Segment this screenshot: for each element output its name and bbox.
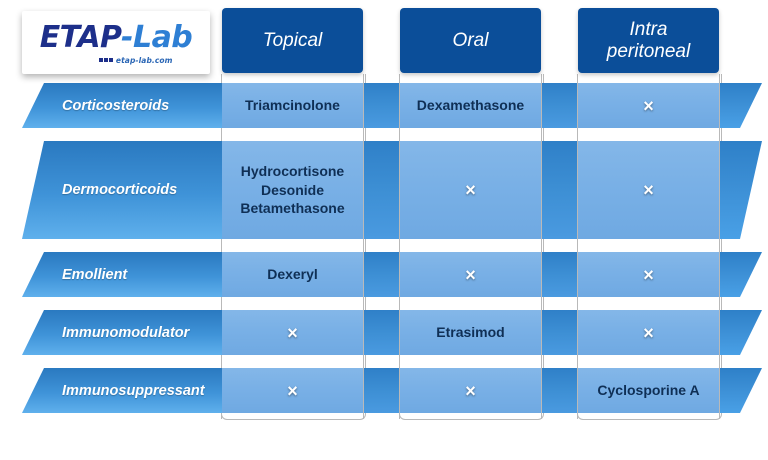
column-gap-band: [541, 83, 578, 128]
cell-corticosteroids-oral[interactable]: Dexamethasone: [400, 83, 541, 128]
cell-immunosuppressant-intra-peritoneal[interactable]: Cyclosporine A: [578, 368, 719, 413]
logo-lab-text: -Lab: [121, 19, 193, 55]
row-label-dermocorticoids: Dermocorticoids: [22, 141, 222, 239]
column-gap-band: [541, 310, 578, 355]
cell-emollient-topical[interactable]: Dexeryl: [222, 252, 363, 297]
cell-immunosuppressant-topical[interactable]: ×: [222, 368, 363, 413]
row-arrow-cap: [719, 83, 762, 128]
row-label-text: Dermocorticoids: [62, 182, 178, 198]
column-frame-topical: [221, 74, 366, 420]
row-label-immunosuppressant: Immunosuppressant: [22, 368, 222, 413]
column-divider-line: [541, 74, 542, 419]
unavailable-x-icon: ×: [465, 380, 476, 401]
row-label-text: Immunosuppressant: [62, 382, 205, 399]
column-divider-line: [399, 74, 400, 419]
unavailable-x-icon: ×: [465, 180, 476, 200]
row-arrow-cap: [719, 310, 762, 355]
row-arrow-cap: [719, 252, 762, 297]
column-header-label: Oral: [452, 29, 489, 51]
drug-name: Triamcinolone: [245, 97, 340, 114]
cell-emollient-oral[interactable]: ×: [400, 252, 541, 297]
column-gap-band: [363, 368, 400, 413]
cell-dermocorticoids-intra-peritoneal[interactable]: ×: [578, 141, 719, 239]
cell-immunomodulator-topical[interactable]: ×: [222, 310, 363, 355]
drug-name: Hydrocortisone: [240, 162, 345, 179]
drug-name: Desonide: [260, 181, 324, 198]
column-gap-band: [363, 83, 400, 128]
drug-name: Dexeryl: [267, 266, 318, 283]
drug-name: Cyclosporine A: [597, 382, 700, 399]
column-divider-line: [577, 74, 578, 419]
row-arrow-cap: [719, 368, 762, 413]
unavailable-x-icon: ×: [287, 322, 298, 343]
column-header-label: Topical: [262, 29, 323, 51]
cell-corticosteroids-topical[interactable]: Triamcinolone: [222, 83, 363, 128]
column-divider-line: [363, 74, 364, 419]
column-gap-band: [363, 310, 400, 355]
cell-corticosteroids-intra-peritoneal[interactable]: ×: [578, 83, 719, 128]
etap-lab-logo: ETAP-Lab etap-lab.com: [22, 11, 210, 74]
column-header-label: Intra peritoneal: [606, 19, 691, 62]
column-gap-band: [363, 141, 400, 239]
column-header-topical[interactable]: Topical: [222, 8, 363, 73]
unavailable-x-icon: ×: [643, 95, 654, 116]
cell-immunomodulator-oral[interactable]: Etrasimod: [400, 310, 541, 355]
unavailable-x-icon: ×: [643, 180, 654, 200]
row-arrow-cap: [719, 141, 762, 239]
cell-immunosuppressant-oral[interactable]: ×: [400, 368, 541, 413]
logo-url-text: etap-lab.com: [115, 55, 173, 65]
logo-wordmark: ETAP-Lab: [39, 19, 193, 55]
unavailable-x-icon: ×: [287, 380, 298, 401]
drug-name: Dexamethasone: [416, 97, 525, 114]
column-gap-band: [363, 252, 400, 297]
logo-squares-icon: [99, 58, 113, 62]
row-label-corticosteroids: Corticosteroids: [22, 83, 222, 128]
logo-subline: etap-lab.com: [99, 56, 172, 65]
column-divider-line: [719, 74, 720, 419]
logo-etap-text: ETAP: [39, 19, 122, 55]
column-divider-line: [221, 74, 222, 419]
column-frame-oral: [399, 74, 544, 420]
column-gap-band: [541, 368, 578, 413]
drug-name: Etrasimod: [436, 324, 505, 341]
row-label-emollient: Emollient: [22, 252, 222, 297]
cell-emollient-intra-peritoneal[interactable]: ×: [578, 252, 719, 297]
column-frame-intra-peritoneal: [577, 74, 722, 420]
cell-dermocorticoids-oral[interactable]: ×: [400, 141, 541, 239]
row-label-immunomodulator: Immunomodulator: [22, 310, 222, 355]
row-label-text: Immunomodulator: [62, 324, 190, 341]
column-gap-band: [541, 141, 578, 239]
column-header-intra-peritoneal[interactable]: Intra peritoneal: [578, 8, 719, 73]
column-header-oral[interactable]: Oral: [400, 8, 541, 73]
unavailable-x-icon: ×: [465, 264, 476, 285]
unavailable-x-icon: ×: [643, 264, 654, 285]
column-gap-band: [541, 252, 578, 297]
cell-immunomodulator-intra-peritoneal[interactable]: ×: [578, 310, 719, 355]
unavailable-x-icon: ×: [643, 322, 654, 343]
drug-name: Betamethasone: [240, 200, 345, 217]
row-label-text: Emollient: [62, 266, 128, 283]
row-label-text: Corticosteroids: [62, 97, 170, 114]
